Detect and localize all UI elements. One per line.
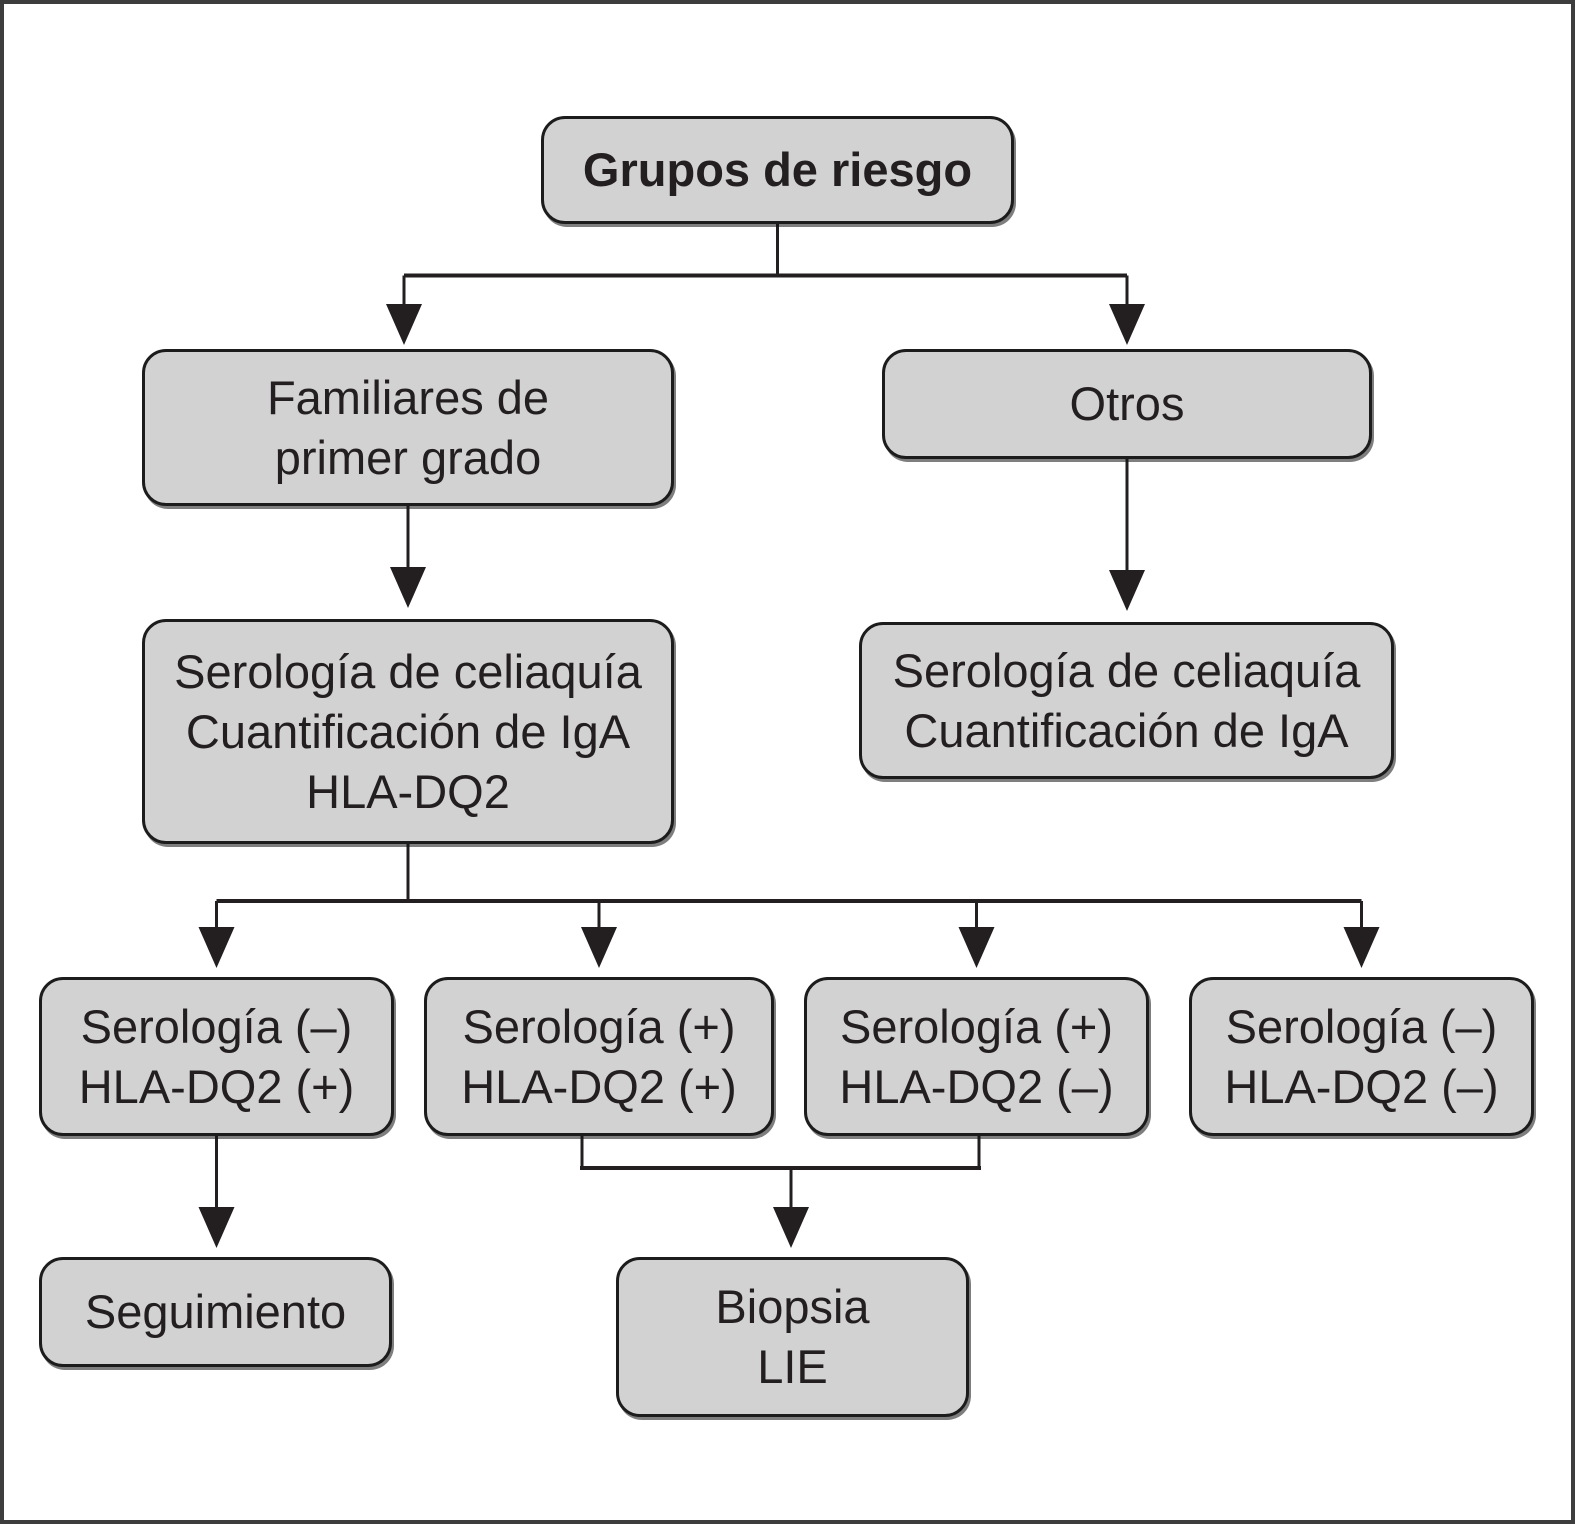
node-label: Seguimiento [84, 1285, 347, 1338]
node-label: Serología (–) [80, 999, 353, 1053]
node-seguimiento: Seguimiento [39, 1257, 392, 1367]
arrowhead-to-familiares [386, 304, 422, 345]
node-otros: Otros [882, 349, 1372, 459]
node-serologia-pos-hla-pos: Serología (+) HLA-DQ2 (+) [424, 977, 774, 1136]
node-label: Familiares de [266, 370, 550, 424]
connector-layer [198, 224, 1380, 1248]
node-label: HLA-DQ2 [306, 764, 510, 818]
node-label: Otros [1069, 377, 1185, 430]
node-biopsia-lie: Biopsia LIE [616, 1257, 969, 1417]
node-label: HLA-DQ2 (+) [461, 1059, 737, 1113]
node-label: Serología de celiaquía [892, 643, 1361, 697]
node-label: Grupos de riesgo [582, 143, 973, 196]
arrowhead-to-sero-right [1109, 570, 1145, 611]
node-label: primer grado [274, 430, 542, 484]
node-familiares-primer-grado: Familiares de primer grado [142, 349, 674, 506]
arrowhead-to-r1 [198, 927, 235, 968]
node-label: HLA-DQ2 (+) [78, 1059, 355, 1113]
node-label: Cuantificación de IgA [185, 704, 631, 758]
node-grupos-de-riesgo: Grupos de riesgo [541, 116, 1014, 224]
node-serologia-cuantificacion: Serología de celiaquía Cuantificación de… [859, 622, 1394, 779]
arrowhead-to-otros [1109, 304, 1145, 345]
arrowhead-to-r3 [958, 927, 995, 968]
node-serologia-neg-hla-neg: Serología (–) HLA-DQ2 (–) [1189, 977, 1534, 1136]
arrowhead-to-r2 [581, 927, 617, 968]
node-serologia-pos-hla-neg: Serología (+) HLA-DQ2 (–) [804, 977, 1149, 1136]
node-label: Serología (+) [839, 999, 1113, 1053]
node-serologia-neg-hla-pos: Serología (–) HLA-DQ2 (+) [39, 977, 394, 1136]
arrowhead-to-r4 [1343, 927, 1380, 968]
node-label: HLA-DQ2 (–) [839, 1059, 1114, 1113]
node-serologia-cuantificacion-hla: Serología de celiaquía Cuantificación de… [142, 619, 674, 844]
arrowhead-to-seguimiento [198, 1207, 235, 1248]
arrowhead-to-biopsia [773, 1207, 809, 1248]
node-label: LIE [757, 1340, 828, 1393]
node-label: Serología (–) [1225, 999, 1498, 1053]
node-label: Biopsia [715, 1280, 870, 1333]
node-label: HLA-DQ2 (–) [1224, 1059, 1499, 1113]
node-label: Serología (+) [462, 999, 736, 1053]
arrowhead-to-sero-left [390, 567, 426, 608]
node-label: Cuantificación de IgA [904, 703, 1349, 757]
node-label: Serología de celiaquía [174, 644, 642, 698]
